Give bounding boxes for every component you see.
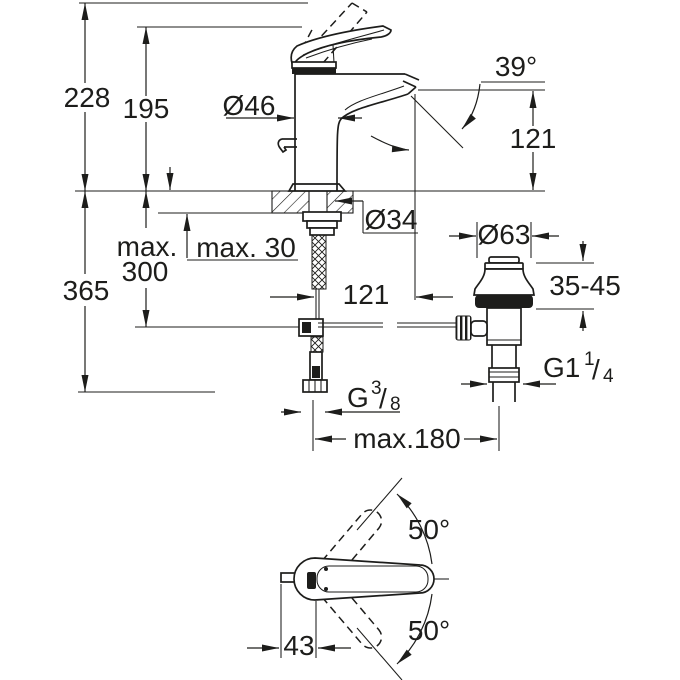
label-dia63: Ø63 [478,219,531,250]
front-view: 228 195 Ø46 39° 121 Ø34 max. 300 max. 30… [63,2,621,454]
label-35-45: 35-45 [549,270,621,301]
waste-adjuster-knurl [455,315,472,341]
mounting-nut-step2 [306,220,338,229]
label-dia34: Ø34 [365,204,418,235]
handle-logo-mark [307,572,316,589]
cap-seam [292,68,336,74]
aerator-face [404,73,420,81]
aerator-inner-face [402,80,417,88]
label-121-reach: 121 [343,279,390,310]
flexible-hose [302,336,328,393]
lower-angle-line [356,627,403,680]
label-g3-eighths: G 3 / 8 [347,378,401,415]
pull-rod-knob [277,138,297,154]
waste-adjuster-hub [470,320,488,337]
waste-cap-rim [484,262,524,270]
base-plate [287,183,347,192]
label-43: 43 [283,630,314,661]
swing-angle-references [356,477,449,680]
dim-43 [247,584,351,658]
body-and-spout [277,73,420,192]
label-angle39: 39° [495,51,537,82]
waste-body [486,307,522,346]
tailpipe-thread [488,367,520,383]
mounting-nut-step1 [302,211,342,222]
label-g38-sub: 8 [390,394,401,415]
deck-section [271,190,354,214]
spout-tip-bottom [407,86,417,95]
popup-waste-assembly [455,256,536,402]
handle-swung-dashed [321,509,383,649]
plan-view: 50° 50° 43 [247,477,450,680]
handle-inner-outline [316,565,429,593]
label-g114-sub: 4 [603,366,614,387]
upper-swing-arc [396,493,433,565]
dimension-labels: 228 195 Ø46 39° 121 Ø34 max. 300 max. 30… [63,51,621,454]
label-dia46: Ø46 [223,90,276,121]
waste-gasket [475,295,533,308]
label-max180: max.180 [353,423,460,454]
popup-rod-horizontal [318,322,456,328]
label-g114-main: G1 [543,352,580,383]
label-max300-line2: 300 [122,256,169,287]
label-g1-quarter: G1 1 / 4 [543,349,614,387]
label-g38-main: G [347,382,369,413]
label-121-height: 121 [510,123,557,154]
spout-inner-curve [344,85,405,111]
flow-direction-line [410,95,464,149]
waste-cap-top [488,256,520,264]
lever-handle [290,25,392,64]
label-g114-sup: 1 [584,349,595,370]
handle-plan [280,557,435,601]
mounting-shank [302,211,342,319]
deck-hatch-left [271,190,310,214]
label-50-bottom: 50° [408,615,450,646]
label-228: 228 [64,82,111,113]
plan-labels: 50° 50° 43 [283,514,450,661]
cartridge-cap [291,61,337,69]
lower-swing-arc [396,593,433,665]
label-g38-sup: 3 [371,378,382,399]
label-g38-slash: / [379,383,387,414]
label-195: 195 [123,93,170,124]
upper-angle-line [356,477,403,531]
deck-hatch-right [326,190,354,214]
label-365: 365 [63,275,110,306]
label-g114-slash: / [592,354,600,385]
dimension-lines [81,3,594,451]
waste-flange [472,268,536,296]
label-max300-line1: max. [117,231,178,262]
label-max30: max. 30 [196,232,296,263]
spout-underside [336,93,409,192]
label-50-top: 50° [408,514,450,545]
handle-outline [293,557,435,601]
mounting-nut-step3 [309,227,335,236]
